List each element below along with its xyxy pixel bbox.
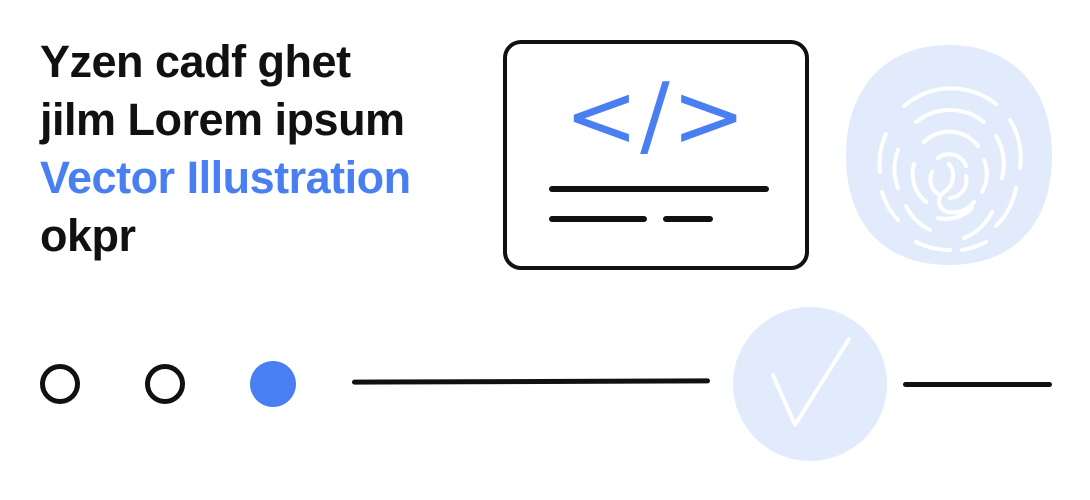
- code-line-short-1: [549, 216, 647, 222]
- code-line-short-2: [663, 216, 713, 222]
- progress-track-line-left: [351, 378, 711, 385]
- progress-track-line-right: [903, 382, 1052, 387]
- code-line-long: [549, 186, 769, 192]
- headline-line-4: okpr: [40, 210, 136, 261]
- headline-line-2: jilm Lorem ipsum: [40, 94, 405, 145]
- headline-line-1: Yzen cadf ghet: [40, 36, 351, 87]
- headline: Yzen cadf ghet jilm Lorem ipsum Vector I…: [40, 33, 480, 265]
- progress-step-1[interactable]: [40, 364, 80, 404]
- code-window-card: </>: [503, 40, 809, 270]
- progress-step-3-active[interactable]: [250, 361, 296, 407]
- checkmark-icon: [733, 307, 887, 461]
- code-brackets-icon: </>: [564, 64, 748, 167]
- headline-highlight: Vector Illustration: [40, 152, 411, 203]
- fingerprint-icon: [846, 45, 1052, 265]
- progress-step-2[interactable]: [145, 364, 185, 404]
